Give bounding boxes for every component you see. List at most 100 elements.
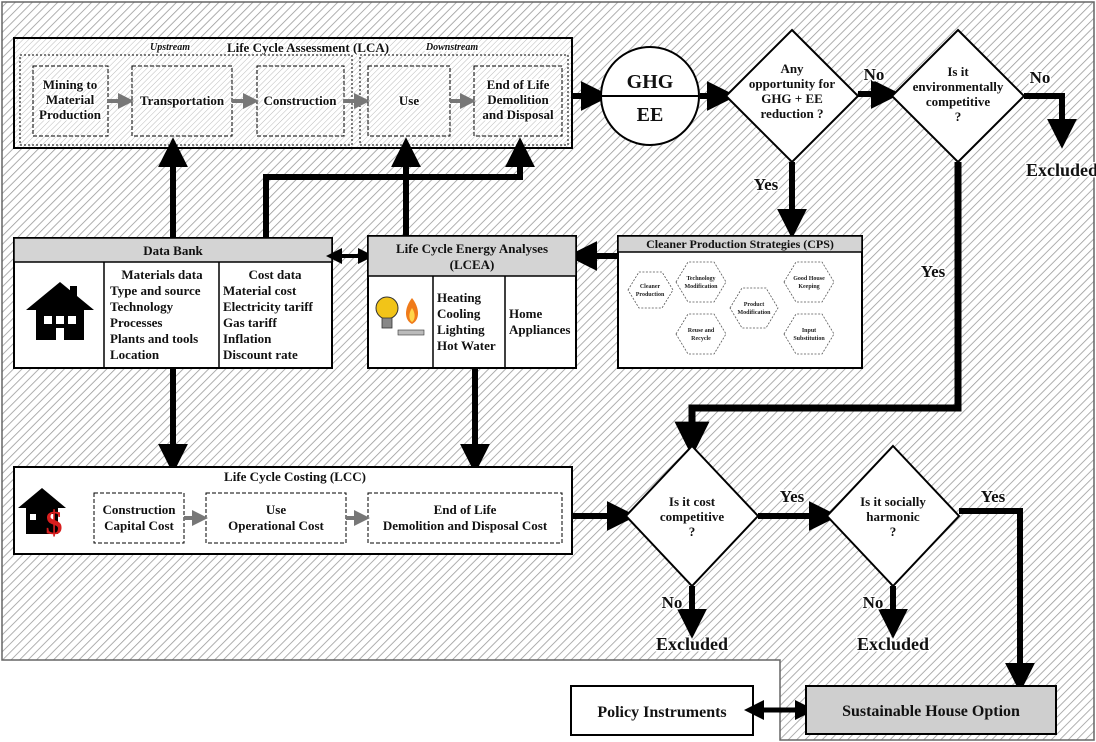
yes-label-cost: Yes <box>780 487 805 506</box>
svg-text:Use: Use <box>266 502 286 517</box>
svg-text:Type and source: Type and source <box>110 283 201 298</box>
svg-text:reduction ?: reduction ? <box>761 106 824 121</box>
svg-text:(LCEA): (LCEA) <box>450 257 495 272</box>
svg-text:?: ? <box>689 524 696 539</box>
svg-text:Modification: Modification <box>738 310 772 316</box>
svg-text:Production: Production <box>39 107 102 122</box>
decision-environmental: Is it environmentally competitive ? <box>890 28 1026 164</box>
ghg-ee-indicator: GHG EE <box>600 46 700 146</box>
svg-text:Cleaner: Cleaner <box>640 284 661 290</box>
svg-text:Lighting: Lighting <box>437 322 485 337</box>
svg-text:Good House: Good House <box>793 276 825 282</box>
svg-text:Heating: Heating <box>437 290 482 305</box>
svg-text:Transportation: Transportation <box>140 93 225 108</box>
svg-text:Sustainable House Option: Sustainable House Option <box>842 703 1020 720</box>
svg-text:Demolition and Disposal Cost: Demolition and Disposal Cost <box>383 518 548 533</box>
svg-text:Substitution: Substitution <box>793 336 825 342</box>
svg-text:Technology: Technology <box>686 276 715 282</box>
cps-block: Cleaner Production Strategies (CPS) Clea… <box>617 235 863 369</box>
svg-text:Cooling: Cooling <box>437 306 481 321</box>
svg-text:harmonic: harmonic <box>866 509 920 524</box>
policy-instruments-box: Policy Instruments <box>570 685 754 736</box>
svg-text:Life Cycle Energy Analyses: Life Cycle Energy Analyses <box>396 241 548 256</box>
svg-text:Product: Product <box>744 302 765 308</box>
svg-text:Cost data: Cost data <box>248 267 302 282</box>
svg-text:Gas tariff: Gas tariff <box>223 315 277 330</box>
svg-text:Is it socially: Is it socially <box>860 494 926 509</box>
svg-text:Data Bank: Data Bank <box>143 243 203 258</box>
svg-text:Operational Cost: Operational Cost <box>228 518 324 533</box>
svg-text:Is it cost: Is it cost <box>669 494 716 509</box>
svg-text:Input: Input <box>802 328 816 334</box>
svg-text:Discount rate: Discount rate <box>223 347 298 362</box>
yes-label-environment: Yes <box>921 262 946 281</box>
no-label-social: No <box>863 593 884 612</box>
lca-title: Life Cycle Assessment (LCA) <box>227 40 389 55</box>
svg-text:Processes: Processes <box>110 315 162 330</box>
svg-text:Keeping: Keeping <box>798 284 819 290</box>
svg-text:Recycle: Recycle <box>691 336 711 342</box>
svg-text:Use: Use <box>399 93 419 108</box>
svg-text:Construction: Construction <box>103 502 177 517</box>
excluded-social: Excluded <box>857 634 929 654</box>
svg-text:Life Cycle Costing (LCC): Life Cycle Costing (LCC) <box>224 469 366 484</box>
svg-text:Cleaner Production Strategies: Cleaner Production Strategies (CPS) <box>646 237 834 251</box>
svg-text:?: ? <box>890 524 897 539</box>
svg-text:Any: Any <box>780 61 804 76</box>
svg-text:Location: Location <box>110 347 160 362</box>
svg-text:Hot Water: Hot Water <box>437 338 496 353</box>
svg-text:Home: Home <box>509 306 542 321</box>
svg-text:Technology: Technology <box>110 299 174 314</box>
svg-text:GHG + EE: GHG + EE <box>761 91 823 106</box>
decision-reduction-opportunity: Any opportunity for GHG + EE reduction ? <box>724 28 860 164</box>
svg-text:?: ? <box>955 109 962 124</box>
svg-text:Mining to: Mining to <box>43 77 98 92</box>
no-label-cost: No <box>662 593 683 612</box>
svg-text:Inflation: Inflation <box>223 331 272 346</box>
excluded-environment: Excluded <box>1026 160 1096 180</box>
no-label-environment: No <box>1030 68 1051 87</box>
svg-text:opportunity for: opportunity for <box>749 76 836 91</box>
yes-label-social: Yes <box>981 487 1006 506</box>
svg-text:Policy Instruments: Policy Instruments <box>597 704 726 721</box>
lca-stage-end-of-life <box>473 65 563 137</box>
decision-social: Is it socially harmonic ? <box>825 444 961 588</box>
svg-text:and Disposal: and Disposal <box>482 107 554 122</box>
downstream-label: Downstream <box>425 42 478 53</box>
svg-text:Construction: Construction <box>264 93 338 108</box>
svg-text:Material cost: Material cost <box>223 283 297 298</box>
svg-text:Materials data: Materials data <box>121 267 203 282</box>
no-label-reduction: No <box>864 65 885 84</box>
svg-text:Electricity tariff: Electricity tariff <box>223 299 314 314</box>
excluded-cost: Excluded <box>656 634 728 654</box>
svg-text:EE: EE <box>637 104 664 126</box>
svg-text:Production: Production <box>636 292 665 298</box>
svg-text:End of Life: End of Life <box>434 502 497 517</box>
svg-text:Reuse and: Reuse and <box>688 328 715 334</box>
svg-text:End of Life: End of Life <box>487 77 550 92</box>
lcea-block: Life Cycle Energy Analyses (LCEA) Heatin… <box>367 235 577 369</box>
svg-text:Demolition: Demolition <box>487 92 549 107</box>
svg-text:Modification: Modification <box>685 284 719 290</box>
svg-text:competitive: competitive <box>660 509 724 524</box>
svg-text:$: $ <box>46 505 63 542</box>
upstream-label: Upstream <box>150 42 190 53</box>
lcc-block: Life Cycle Costing (LCC) $ Construction … <box>13 466 573 555</box>
svg-text:Capital Cost: Capital Cost <box>104 518 174 533</box>
svg-text:competitive: competitive <box>926 94 990 109</box>
svg-text:Material: Material <box>46 92 95 107</box>
house-icon <box>26 282 94 340</box>
sustainable-house-option-box: Sustainable House Option <box>805 685 1057 735</box>
svg-text:Is it: Is it <box>947 64 969 79</box>
lca-block: Life Cycle Assessment (LCA) Upstream Dow… <box>13 37 573 149</box>
svg-text:Appliances: Appliances <box>509 322 570 337</box>
house-dollar-icon: $ <box>18 488 66 542</box>
yes-label-reduction: Yes <box>754 175 779 194</box>
svg-text:GHG: GHG <box>627 71 674 93</box>
svg-text:environmentally: environmentally <box>913 79 1004 94</box>
svg-text:Plants and tools: Plants and tools <box>110 331 198 346</box>
decision-cost: Is it cost competitive ? <box>624 444 760 588</box>
data-bank-block: Data Bank Materials data Type and source… <box>13 237 333 369</box>
